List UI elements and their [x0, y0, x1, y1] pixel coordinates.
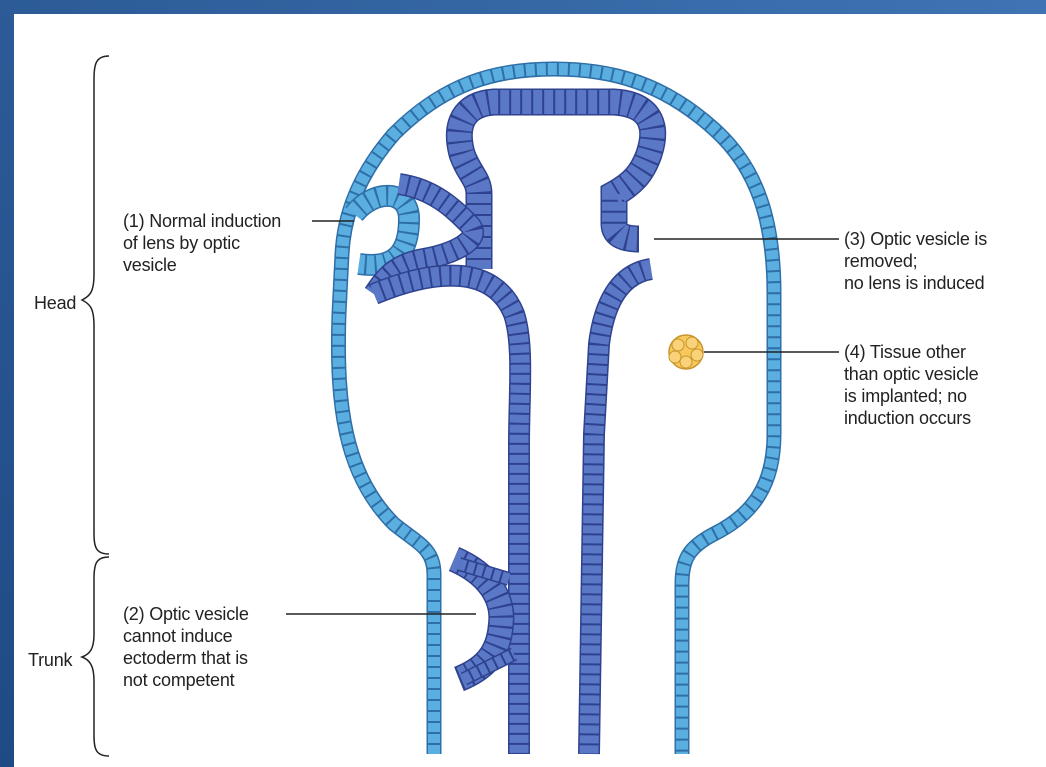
- annotation-vesicle-removed: (3) Optic vesicle is removed; no lens is…: [844, 228, 987, 294]
- ectoderm-outline: [338, 69, 774, 754]
- ectoderm-layer: [338, 69, 774, 754]
- head-brace: [82, 56, 109, 554]
- trunk-optic-vesicle: [454, 559, 514, 679]
- annotation-normal-induction: (1) Normal induction of lens by optic ve…: [123, 210, 281, 276]
- head-label: Head: [34, 292, 76, 314]
- neural-wall-left: [374, 276, 520, 754]
- leader-lines: [286, 221, 839, 614]
- annotation-tissue-implanted: (4) Tissue other than optic vesicle is i…: [844, 341, 978, 429]
- implanted-tissue: [669, 335, 703, 369]
- trunk-label: Trunk: [28, 649, 72, 671]
- trunk-brace: [82, 557, 109, 756]
- region-braces: [82, 56, 109, 756]
- slide-left-border: [0, 0, 14, 767]
- slide-top-border: [0, 0, 1046, 14]
- annotation-trunk-vesicle: (2) Optic vesicle cannot induce ectoderm…: [123, 603, 249, 691]
- slide-panel: Head Trunk (1) Normal induction of lens …: [14, 14, 1046, 767]
